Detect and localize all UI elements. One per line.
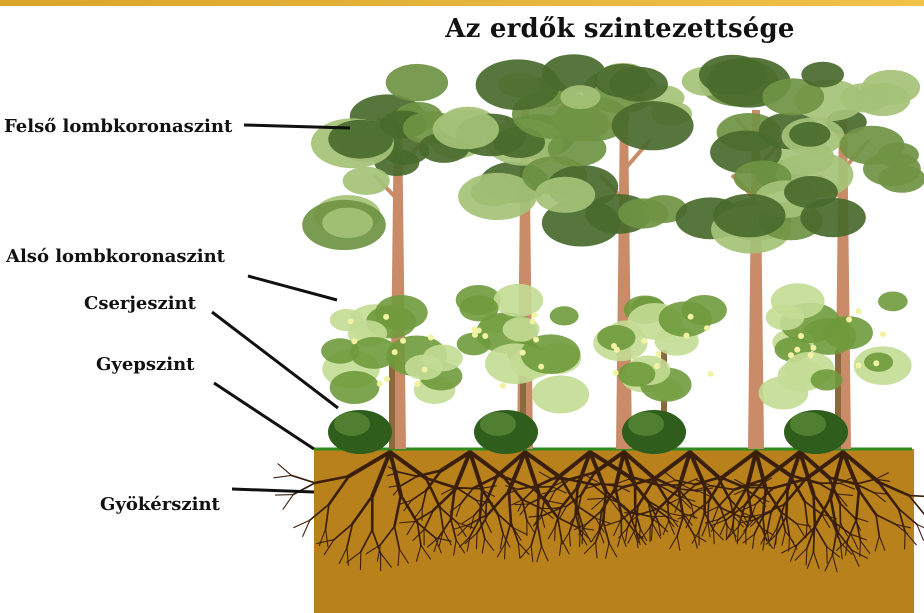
blossom bbox=[384, 376, 390, 382]
leaf-cluster bbox=[560, 85, 600, 109]
blossom bbox=[613, 370, 619, 376]
blossom bbox=[614, 347, 620, 353]
leaf-cluster bbox=[800, 198, 866, 237]
root-segment bbox=[840, 503, 841, 523]
leaf-cluster bbox=[713, 194, 785, 237]
shrub-highlight bbox=[334, 412, 370, 436]
leaf-cluster bbox=[423, 345, 463, 372]
leaf-cluster bbox=[322, 208, 373, 238]
blossom bbox=[655, 351, 661, 357]
root-segment bbox=[580, 533, 581, 547]
root-segment bbox=[291, 475, 315, 482]
root-segment bbox=[275, 495, 293, 496]
blossom bbox=[538, 364, 544, 370]
blossom bbox=[422, 366, 428, 372]
blossom bbox=[683, 333, 689, 339]
root-segment bbox=[814, 495, 815, 527]
leaf-cluster bbox=[343, 167, 390, 195]
blossom bbox=[794, 347, 800, 353]
blossom bbox=[880, 331, 886, 337]
blossom bbox=[704, 325, 710, 331]
leaf-cluster bbox=[375, 295, 428, 330]
shrub-bushes bbox=[328, 410, 848, 454]
blossom bbox=[400, 338, 406, 344]
root-segment bbox=[806, 548, 807, 565]
blossom bbox=[808, 352, 814, 358]
blossom bbox=[348, 318, 354, 324]
blossom bbox=[708, 371, 714, 377]
leaf-cluster bbox=[535, 177, 595, 213]
root-segment bbox=[713, 530, 714, 544]
blossom bbox=[482, 333, 488, 339]
leaf-cluster bbox=[878, 291, 908, 311]
leaf-cluster bbox=[459, 295, 498, 321]
blossom bbox=[810, 345, 816, 351]
leaf-cluster bbox=[548, 131, 607, 166]
blossom bbox=[532, 312, 538, 318]
root-segment bbox=[813, 527, 814, 551]
leaf-cluster bbox=[612, 101, 694, 150]
blossom bbox=[798, 333, 804, 339]
leaf-cluster bbox=[532, 375, 589, 413]
root-segment bbox=[278, 464, 291, 476]
leaf-cluster bbox=[801, 62, 844, 88]
leaf-cluster bbox=[659, 301, 712, 337]
blossom bbox=[873, 360, 879, 366]
upper-canopy-crown bbox=[535, 54, 694, 234]
shrub bbox=[622, 410, 686, 454]
pointer-herb-layer bbox=[214, 383, 314, 449]
blossom bbox=[476, 328, 482, 334]
leaf-cluster bbox=[494, 284, 544, 317]
leaf-cluster bbox=[789, 122, 830, 147]
leaf-cluster bbox=[811, 369, 843, 390]
shrub bbox=[784, 410, 848, 454]
leaf-cluster bbox=[433, 109, 499, 149]
root-segment bbox=[555, 527, 556, 541]
blossom bbox=[654, 363, 660, 369]
shrub bbox=[328, 410, 392, 454]
root-segment bbox=[551, 479, 570, 480]
leaf-cluster bbox=[618, 362, 655, 387]
leaf-cluster bbox=[610, 67, 668, 102]
blossom bbox=[392, 349, 398, 355]
upper-canopy-crown bbox=[302, 64, 481, 250]
blossom bbox=[414, 381, 420, 387]
blossom bbox=[383, 314, 389, 320]
leaf-cluster bbox=[521, 334, 580, 374]
shrub-highlight bbox=[628, 412, 664, 436]
blossom bbox=[688, 314, 694, 320]
root-segment bbox=[283, 495, 293, 510]
shrub-highlight bbox=[480, 412, 516, 436]
blossom bbox=[377, 381, 383, 387]
root-segment bbox=[485, 501, 486, 520]
blossom bbox=[351, 338, 357, 344]
shrub-highlight bbox=[790, 412, 826, 436]
blossom bbox=[428, 335, 434, 341]
blossom bbox=[856, 362, 862, 368]
leaf-cluster bbox=[550, 306, 579, 325]
root-segment bbox=[827, 547, 828, 564]
leaf-cluster bbox=[386, 64, 448, 101]
root-segment bbox=[505, 543, 506, 559]
blossom bbox=[530, 318, 536, 324]
blossom bbox=[520, 350, 526, 356]
blossom bbox=[855, 308, 861, 314]
shrub bbox=[474, 410, 538, 454]
blossom bbox=[846, 317, 852, 323]
leaf-cluster bbox=[862, 70, 920, 105]
blossom bbox=[533, 337, 539, 343]
root-segment bbox=[274, 475, 292, 477]
leaf-cluster bbox=[766, 304, 805, 330]
root-segment bbox=[476, 533, 477, 549]
blossom bbox=[788, 352, 794, 358]
blossom bbox=[500, 383, 506, 389]
blossom bbox=[641, 338, 647, 344]
leaf-cluster bbox=[840, 126, 905, 165]
leaf-cluster bbox=[330, 371, 380, 404]
pointer-lower-canopy bbox=[248, 276, 337, 300]
